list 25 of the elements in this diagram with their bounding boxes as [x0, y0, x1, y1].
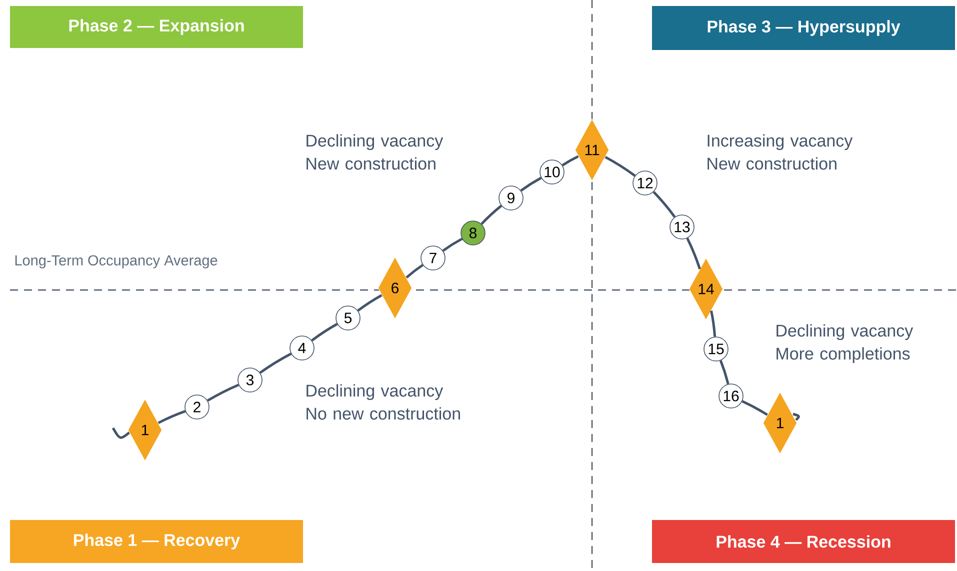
curve-segment [158, 410, 186, 424]
note-text: Declining vacancy New construction [306, 134, 444, 170]
curve-segment [719, 360, 730, 384]
curve-segment [652, 191, 676, 218]
curve-segment [406, 264, 424, 278]
curve-segment [311, 322, 338, 342]
note-text: Declining vacancy No new construction [306, 384, 460, 420]
curve-segment [259, 352, 292, 374]
phase-band: Phase 4 — Recession [652, 520, 956, 563]
curve-segment [442, 238, 463, 252]
curve-segment [604, 156, 636, 177]
note-text: Declining vacancy More completions [776, 324, 914, 364]
curve-segment [520, 176, 542, 192]
curve-segment [686, 238, 701, 270]
curve-segment [710, 310, 716, 337]
phase-band: Phase 3 — Hypersupply [652, 6, 956, 50]
phase-band: Phase 1 — Recovery [10, 520, 303, 563]
phase-band: Phase 2 — Expansion [10, 6, 303, 48]
curve-segment [742, 400, 768, 416]
curve-segment [357, 294, 382, 312]
curve-segment [480, 204, 502, 225]
curve-segment [207, 384, 240, 402]
axis-label: Long-Term Occupancy Average [15, 255, 218, 268]
curve-segment [562, 155, 579, 166]
note-text: Increasing vacancy New construction [708, 134, 853, 170]
